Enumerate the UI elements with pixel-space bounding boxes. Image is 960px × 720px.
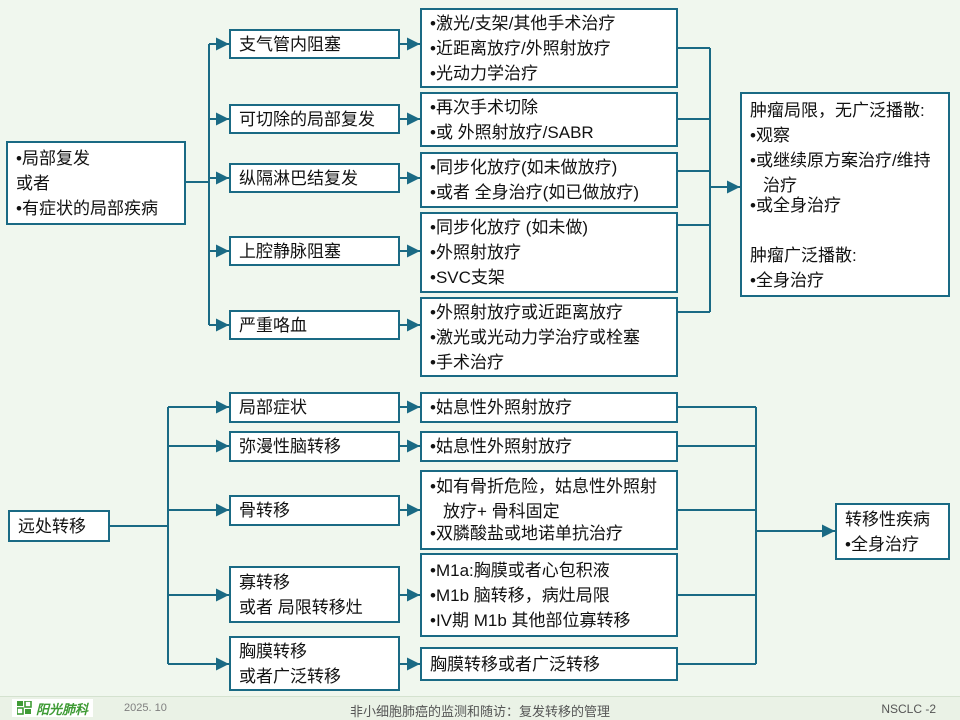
branch-box-pleural-metastasis: 胸膜转移或者广泛转移 <box>229 636 400 691</box>
treatment-box-pleural: 胸膜转移或者广泛转移 <box>420 647 678 681</box>
branch-box-oligometastasis: 寡转移或者 局限转移灶 <box>229 566 400 623</box>
branch-box-svc-obstruction: 上腔静脉阻塞 <box>229 236 400 266</box>
branch-box-severe-hemoptysis: 严重咯血 <box>229 310 400 340</box>
branch-box-endobronchial-obstruction: 支气管内阻塞 <box>229 29 400 59</box>
source-box-distant-metastasis: 远处转移 <box>8 510 110 542</box>
sunshine-lung-logo-icon <box>17 701 32 715</box>
footer-date: 2025. 10 <box>124 702 167 714</box>
treatment-box-bone-metastasis: •如有骨折危险，姑息性外照射放疗+ 骨科固定•双膦酸盐或地诺单抗治疗 <box>420 470 678 550</box>
logo-text: 阳光肺科 <box>36 701 89 717</box>
branch-box-local-symptoms: 局部症状 <box>229 392 400 423</box>
treatment-box-svc: •同步化放疗 (如未做)•外照射放疗•SVC支架 <box>420 212 678 293</box>
treatment-box-oligometastasis: •M1a:胸膜或者心包积液•M1b 脑转移，病灶局限•IV期 M1b 其他部位寡… <box>420 553 678 637</box>
treatment-box-local-symptoms: •姑息性外照射放疗 <box>420 392 678 423</box>
outcome-box-metastatic-disease: 转移性疾病•全身治疗 <box>835 503 950 560</box>
logo-chip: 阳光肺科 <box>12 699 94 717</box>
treatment-box-hemoptysis: •外照射放疗或近距离放疗•激光或光动力学治疗或栓塞•手术治疗 <box>420 297 678 377</box>
treatment-box-endobronchial: •激光/支架/其他手术治疗•近距离放疗/外照射放疗•光动力学治疗 <box>420 8 678 88</box>
treatment-box-mediastinal: •同步化放疗(如未做放疗)•或者 全身治疗(如已做放疗) <box>420 152 678 208</box>
footer-bar: 阳光肺科 2025. 10 非小细胞肺癌的监测和随访：复发转移的管理 NSCLC… <box>0 696 960 720</box>
outcome-box-local: 肿瘤局限，无广泛播散:•观察•或继续原方案治疗/维持治疗•或全身治疗 肿瘤广泛播… <box>740 92 950 297</box>
footer-title: 非小细胞肺癌的监测和随访：复发转移的管理 <box>349 704 610 719</box>
branch-box-bone-metastasis: 骨转移 <box>229 495 400 526</box>
footer-page-label: NSCLC -2 <box>881 702 936 716</box>
branch-box-diffuse-brain-metastasis: 弥漫性脑转移 <box>229 431 400 462</box>
source-box-local-recurrence: •局部复发或者•有症状的局部疾病 <box>6 141 186 225</box>
treatment-box-resectable: •再次手术切除•或 外照射放疗/SABR <box>420 92 678 147</box>
branch-box-mediastinal-node-recurrence: 纵隔淋巴结复发 <box>229 163 400 193</box>
branch-box-resectable-local-recurrence: 可切除的局部复发 <box>229 104 400 134</box>
treatment-box-brain-metastasis: •姑息性外照射放疗 <box>420 431 678 462</box>
